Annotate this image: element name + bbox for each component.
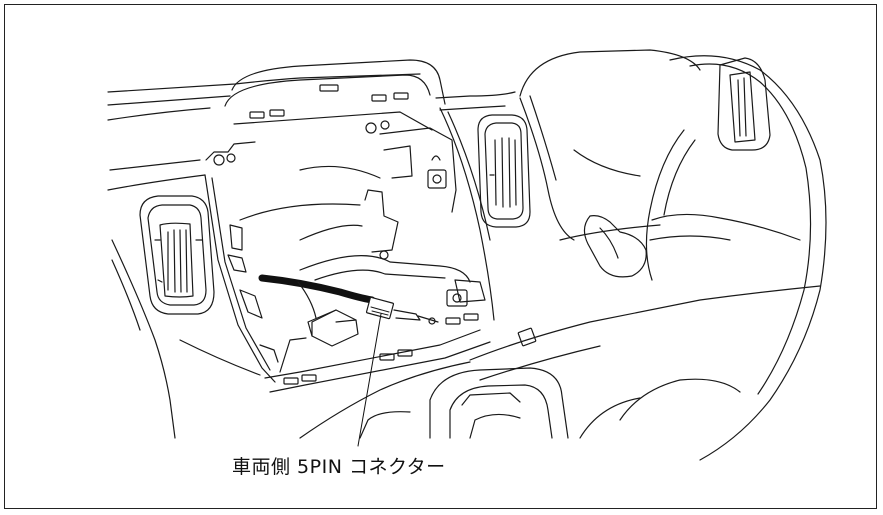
callout-leader-line xyxy=(357,313,382,447)
left-frame xyxy=(204,141,279,383)
steering-wheel xyxy=(579,55,827,461)
lower-bezel xyxy=(264,313,537,393)
right-bracket xyxy=(239,107,495,321)
center-right-air-vent xyxy=(477,114,531,228)
lower-console xyxy=(359,367,569,439)
top-bezel xyxy=(224,59,446,134)
dashboard-outline xyxy=(107,73,821,439)
connector-callout-label: 車両側 5PIN コネクター xyxy=(232,456,446,478)
left-air-vent xyxy=(139,195,215,315)
connector-assembly xyxy=(258,274,439,347)
instrument-cluster xyxy=(519,49,701,241)
